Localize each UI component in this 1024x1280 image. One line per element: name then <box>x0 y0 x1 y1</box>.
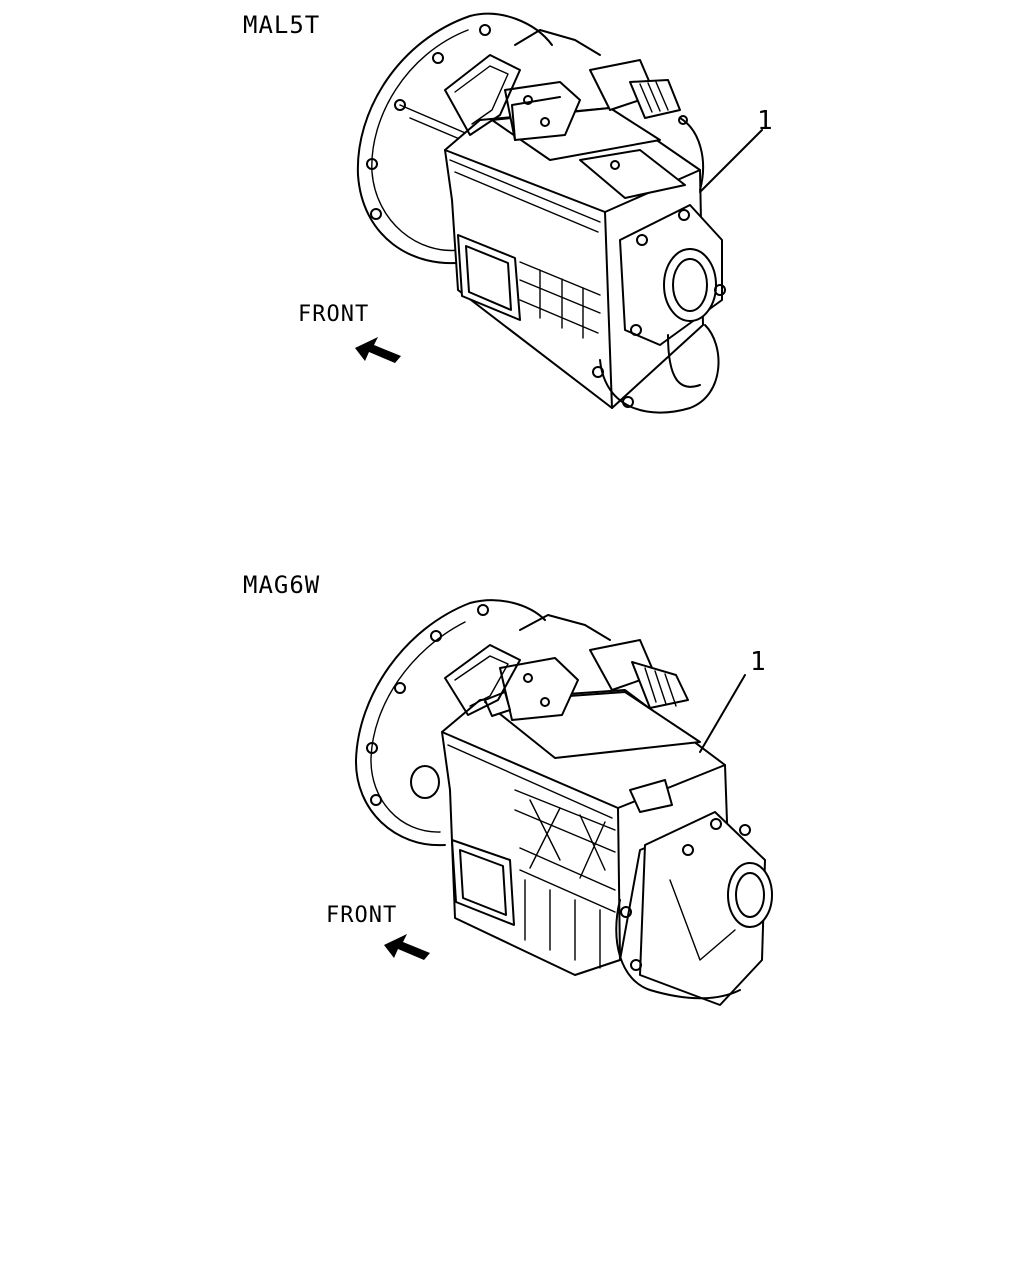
front-arrow-icon <box>355 337 401 363</box>
transmission-illustration-mag6w <box>354 599 773 1006</box>
front-label-mag6w: FRONT <box>326 903 397 928</box>
front-label-mal5t: FRONT <box>298 302 369 327</box>
callout-number-mal5t: 1 <box>757 106 773 136</box>
callout-number-mag6w: 1 <box>750 647 766 677</box>
model-label-mag6w: MAG6W <box>243 571 320 599</box>
front-arrow-icon <box>384 934 430 960</box>
model-label-mal5t: MAL5T <box>243 11 320 39</box>
callout-leader-line-mag6w <box>699 674 746 753</box>
diagram-mag6w: MAG6W <box>243 571 773 1006</box>
transmission-illustration-mal5t <box>356 12 726 414</box>
diagram-mal5t: MAL5T <box>243 11 773 414</box>
callout-leader-line-mal5t <box>699 129 763 193</box>
